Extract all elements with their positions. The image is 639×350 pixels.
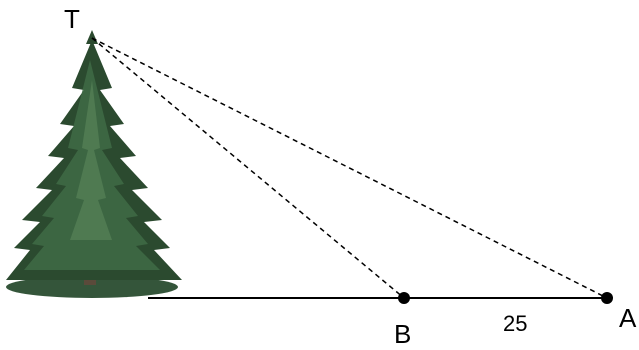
sight-line-T-to-B (91, 37, 405, 299)
tree-ground-shadow (6, 276, 178, 298)
point-B-label: B (394, 319, 411, 349)
sight-line-T-to-A (91, 37, 608, 299)
point-T-label: T (64, 4, 80, 34)
point-B-marker (398, 292, 410, 304)
tree-tip (86, 30, 98, 44)
point-A-marker (601, 292, 613, 304)
point-A-label: A (619, 303, 637, 333)
distance-BA-label: 25 (503, 311, 527, 336)
tree-foliage-highlight (70, 80, 112, 240)
tree-illustration (6, 30, 182, 298)
